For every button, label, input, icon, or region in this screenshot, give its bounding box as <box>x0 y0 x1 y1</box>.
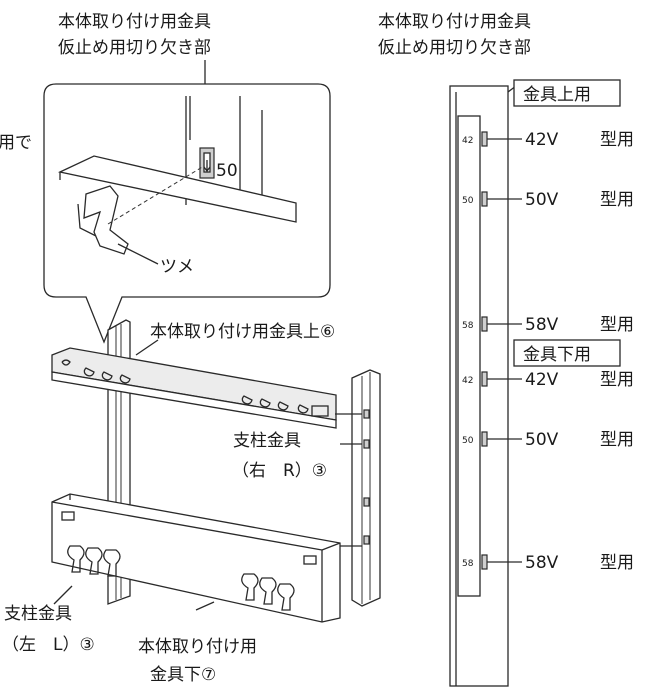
left-cut-text: 用で <box>0 133 32 153</box>
upper-box <box>513 79 621 107</box>
mark-row: 58 58V 型用 <box>462 315 634 335</box>
mark-tick: 42 <box>462 136 473 146</box>
upper-bracket-label: 本体取り付け用金具上⑥ <box>150 322 335 342</box>
mark-size: 42V <box>525 370 559 390</box>
right-detail: 本体取り付け用金具 仮止め用切り欠き部 金具上用 金具下用 42 42V 型用 … <box>378 12 634 687</box>
pillar-right <box>351 369 381 607</box>
pillar-left-label-line1: 支柱金具 <box>4 604 72 624</box>
mark-size: 50V <box>525 190 559 210</box>
mark-tick: 42 <box>462 376 473 386</box>
pillar-detail <box>449 85 509 687</box>
right-top-label-line2: 仮止め用切り欠き部 <box>378 38 531 58</box>
mark-tick: 50 <box>462 196 474 206</box>
mark-size: 42V <box>525 130 559 150</box>
inset-number: 50 <box>216 161 238 181</box>
mark-row: 50 50V 型用 <box>462 190 634 210</box>
mark-suffix: 型用 <box>600 315 634 335</box>
lower-box-label: 金具下用 <box>523 345 591 365</box>
mark-tick: 58 <box>462 321 474 331</box>
tsume-label: ツメ <box>160 257 194 277</box>
mark-suffix: 型用 <box>600 130 634 150</box>
mark-size: 58V <box>525 315 559 335</box>
pillar-right-label-line1: 支柱金具 <box>233 431 301 451</box>
mark-suffix: 型用 <box>600 430 634 450</box>
mark-suffix: 型用 <box>600 370 634 390</box>
upper-bracket <box>51 347 337 421</box>
mark-row: 42 42V 型用 <box>462 130 634 150</box>
left-top-label-line2: 仮止め用切り欠き部 <box>58 38 211 58</box>
mark-tick: 58 <box>462 559 474 569</box>
mark-row: 58 58V 型用 <box>462 553 634 573</box>
pillar-left-label-line2: （左 L）③ <box>2 635 95 655</box>
mark-size: 50V <box>525 430 559 450</box>
lower-bracket <box>51 493 341 623</box>
lower-bracket-label-line2: 金具下⑦ <box>150 665 216 685</box>
mark-size: 58V <box>525 553 559 573</box>
mark-suffix: 型用 <box>600 190 634 210</box>
left-top-label-line1: 本体取り付け用金具 <box>58 12 211 32</box>
mark-suffix: 型用 <box>600 553 634 573</box>
mark-row: 50 50V 型用 <box>462 430 634 450</box>
left-assembly: 本体取り付け用金具上⑥ 支柱金具 （右 R）③ 支柱金具 （左 <box>2 319 381 685</box>
lower-box <box>513 339 621 367</box>
mark-row: 42 42V 型用 <box>462 370 634 390</box>
right-top-label-line1: 本体取り付け用金具 <box>378 12 531 32</box>
detail-inset: 50 ツメ <box>43 83 331 344</box>
upper-box-label: 金具上用 <box>523 85 591 105</box>
pillar-right-label-line2: （右 R）③ <box>232 461 327 481</box>
lower-bracket-label-line1: 本体取り付け用 <box>138 637 257 657</box>
mark-tick: 50 <box>462 436 474 446</box>
